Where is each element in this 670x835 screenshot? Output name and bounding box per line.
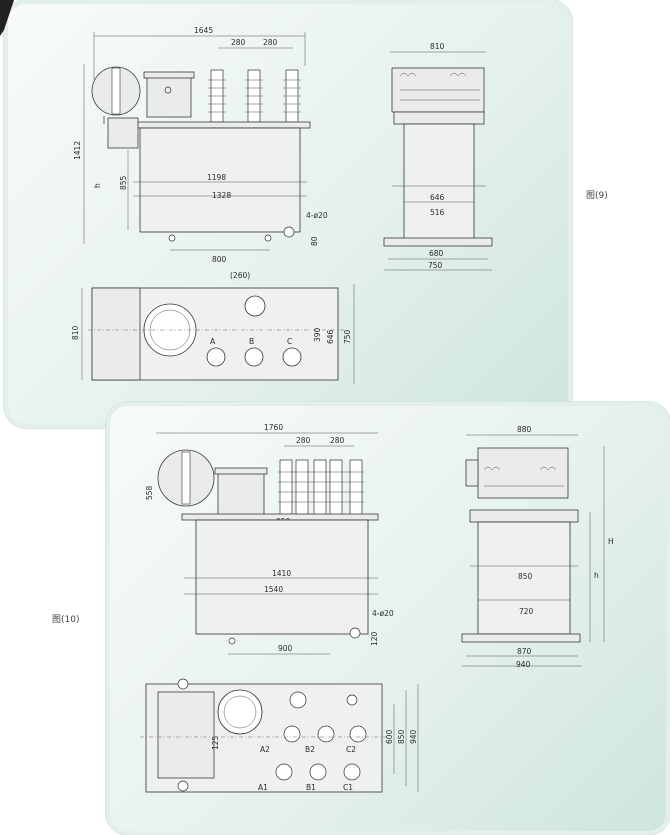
- fig10-side-tank: [477, 521, 571, 635]
- fig9-plan-depth: 810: [71, 325, 80, 340]
- fig10-plan-d1: 600: [385, 729, 394, 744]
- fig9-side-view: 810 646 516 680 750: [383, 42, 493, 271]
- fig9-caption: 图(9): [586, 190, 608, 201]
- fig9-plan-d2: 646: [326, 329, 335, 344]
- phase-c2-label: C2: [346, 745, 356, 754]
- fig10-plan-view: A2 B2 C2 A1 B1 C1 125 600 850 940: [140, 678, 419, 793]
- fig10-side-a: 850: [518, 572, 533, 581]
- fig10-side-c: 870: [517, 647, 532, 656]
- fig10-inner-width: 1410: [272, 569, 291, 578]
- fig9-wheel-gauge: 800: [212, 255, 227, 264]
- fig9-plan-d1: 390: [313, 327, 322, 342]
- phase-c1-label: C1: [343, 783, 353, 792]
- fig9-side-tank: [403, 123, 475, 241]
- fig9-tank-body: [139, 127, 301, 233]
- fig9-side-d: 750: [428, 261, 443, 270]
- phase-a2-label: A2: [260, 745, 270, 754]
- fig9-plan-d3: 750: [343, 329, 352, 344]
- fig9-bottom-height: 855: [119, 175, 128, 190]
- fig10-front-view: 1760 280 280 558 950 1410 1540 900 4-ø20…: [145, 423, 394, 655]
- corner-mark: [0, 0, 14, 36]
- fig9-pitch2: 280: [263, 38, 278, 47]
- phase-c-bushing: [282, 347, 302, 367]
- phase-a1-label: A1: [258, 783, 268, 792]
- fig10-tank-body: [195, 519, 369, 635]
- fig10-side-h1: H: [608, 537, 614, 546]
- fig10-oil-drain: 4-ø20: [372, 609, 394, 618]
- fig10-bushings: [278, 459, 364, 517]
- fig9-side-top: 810: [430, 42, 445, 51]
- fig9-overall-width: 1645: [194, 26, 213, 35]
- fig10-overall-width: 1760: [264, 423, 283, 432]
- phase-b-bushing: [244, 347, 264, 367]
- fig10-side-view: 880 850 720 870 940 H h: [461, 425, 614, 669]
- phase-c-label: C: [287, 337, 292, 346]
- fig9-wheel-height: 80: [310, 236, 319, 246]
- fig10-caption: 图(10): [52, 614, 79, 625]
- fig10-side-b: 720: [519, 607, 534, 616]
- fig10-outer-width: 1540: [264, 585, 283, 594]
- fig10-side-h2: h: [594, 571, 599, 580]
- fig9-outer-width: 1328: [212, 191, 231, 200]
- fig10-pitch2: 280: [330, 436, 345, 445]
- fig10-plan-offset: 125: [211, 735, 220, 750]
- phase-b2-label: B2: [305, 745, 315, 754]
- fig9-side-b: 516: [430, 208, 445, 217]
- fig10-wheel-gauge: 900: [278, 644, 293, 653]
- phase-b-label: B: [249, 337, 254, 346]
- fig10-left-height: 558: [145, 485, 154, 500]
- fig10-pitch1: 280: [296, 436, 311, 445]
- fig10-plan-d3: 940: [409, 729, 418, 744]
- fig10-wheel-height: 120: [370, 631, 379, 646]
- fig9-plan-offset: (260): [230, 271, 250, 280]
- fig9-oil-drain: 4-ø20: [306, 211, 328, 220]
- fig10-side-top: 880: [517, 425, 532, 434]
- fig9-inner-width: 1198: [207, 173, 226, 182]
- fig10-side-d: 940: [516, 660, 531, 669]
- fig9-side-c: 680: [429, 249, 444, 258]
- fig9-side-a: 646: [430, 193, 445, 202]
- fig10-plan-d2: 850: [397, 729, 406, 744]
- fig9-front-view: 1645 280 280 1198 1328 1412 h 855: [73, 26, 328, 264]
- phase-a-label: A: [210, 337, 216, 346]
- hv-bushings: [208, 69, 301, 123]
- fig9-h: h: [93, 183, 102, 188]
- fig10-side-top-box: [477, 447, 569, 499]
- fig9-height: 1412: [73, 141, 82, 160]
- fig9-pitch1: 280: [231, 38, 246, 47]
- phase-b1-label: B1: [306, 783, 316, 792]
- fig9-plan-view: (260) A B C 810 390 646 750: [71, 271, 355, 384]
- fig10-plan-cover: [217, 689, 263, 735]
- phase-a-bushing: [206, 347, 226, 367]
